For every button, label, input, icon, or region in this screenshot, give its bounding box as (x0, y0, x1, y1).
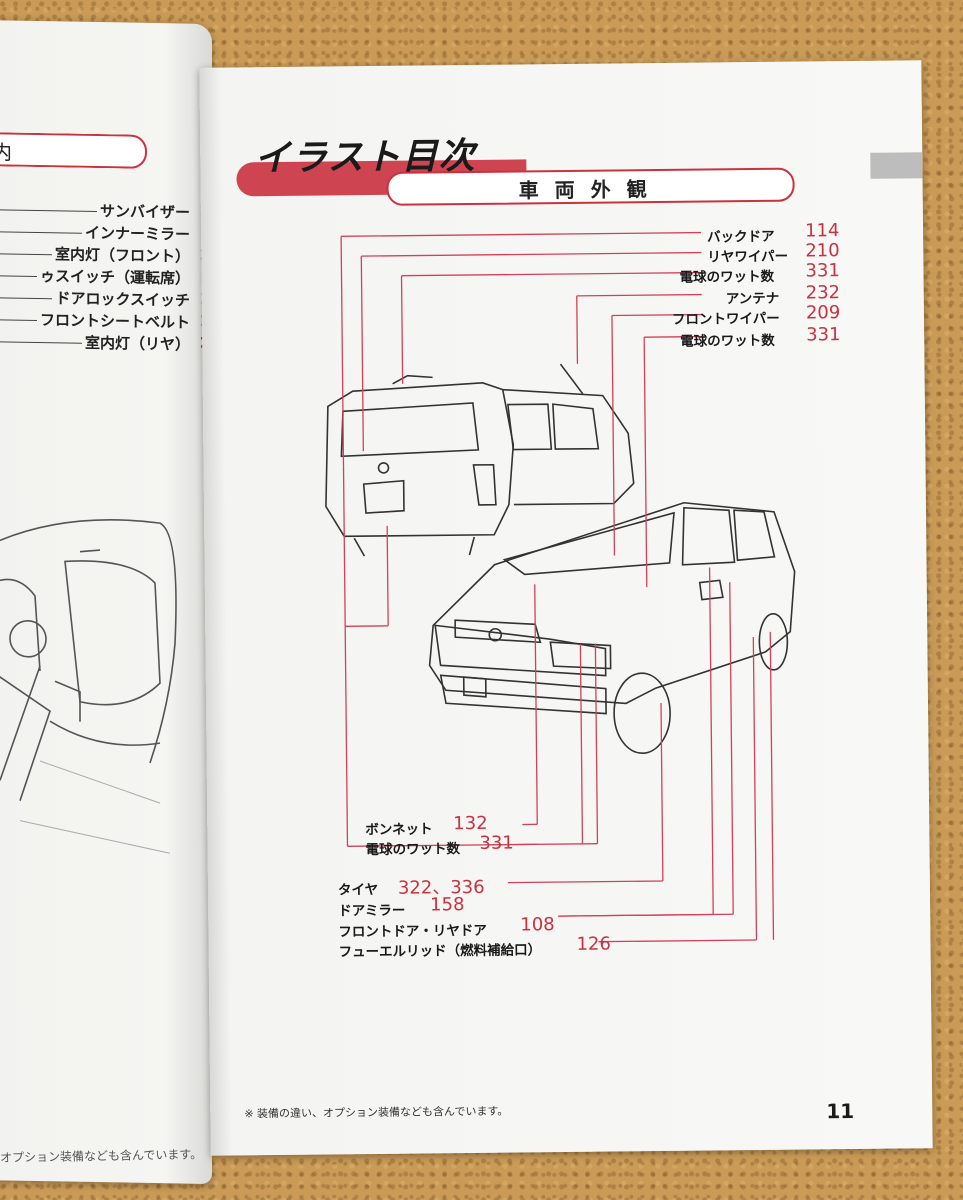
callout-fuel-lid: フューエルリッド（燃料補給口） (338, 942, 542, 961)
callout-front-rear-door: フロントドア・リヤドア (338, 922, 487, 941)
left-item-6: 室内灯（リヤ）235 (84, 333, 212, 354)
callout-tire: タイヤ (337, 881, 379, 899)
callout-bulb-wattage-front-page: 331 (806, 324, 841, 346)
left-item-1: インナーミラー157 (84, 223, 212, 244)
page-footnote: ※ 装備の違い、オプション装備なども含んでいます。 (244, 1104, 509, 1121)
callout-back-door: バックドア (707, 228, 775, 246)
callout-bulb-wattage-rear: 電球のワット数 (679, 268, 775, 286)
callout-antenna: アンテナ (725, 290, 780, 308)
page-number: 11 (826, 1099, 855, 1124)
left-item-3: ゥスイッチ（運転席）119 (39, 267, 212, 288)
callout-bulb-wattage-bottom-page: 331 (479, 832, 514, 854)
left-item-0: サンバイザー234 (99, 202, 212, 222)
right-page: イラスト目次 車両外観 (199, 60, 933, 1156)
callout-bonnet-page: 132 (453, 812, 488, 835)
callout-rear-wiper-page: 210 (805, 240, 840, 262)
callout-door-mirror: ドアミラー (338, 902, 406, 920)
callout-fuel-lid-page: 126 (576, 933, 611, 955)
callout-front-wiper-page: 209 (805, 302, 841, 324)
leader-lines (340, 231, 775, 943)
front-view-car (428, 501, 796, 755)
vehicle-exterior-diagram (325, 231, 796, 943)
callout-bulb-wattage-rear-page: 331 (805, 260, 840, 282)
callout-front-rear-door-page: 108 (520, 914, 555, 936)
left-footnote: オプション装備なども含んでいます。 (0, 1147, 203, 1165)
callout-rear-wiper: リヤワイパー (707, 248, 789, 266)
callout-door-mirror-page: 158 (429, 894, 465, 916)
callout-bulb-wattage-front: 電球のワット数 (680, 332, 775, 350)
callout-back-door-page: 114 (804, 220, 840, 242)
callout-bonnet: ボンネット (365, 821, 433, 839)
left-item-2: 室内灯（フロント）235 (54, 245, 212, 266)
callout-antenna-page: 232 (805, 282, 841, 304)
left-section-header-text: 内 (0, 140, 12, 165)
left-item-4: ドアロックスイッチ110 (55, 289, 212, 310)
interior-illustration (0, 519, 177, 854)
callout-front-wiper: フロントワイパー (671, 310, 780, 328)
left-page: 内 サンバイザー234 インナーミラー157 室内灯（フロント）235 ゥスイッ… (0, 19, 212, 1185)
callout-bulb-wattage-bottom: 電球のワット数 (365, 841, 461, 859)
left-section-header: 内 (0, 131, 147, 169)
rear-view-car (325, 363, 635, 557)
left-item-5: フロントシートベルト148 (39, 311, 212, 332)
